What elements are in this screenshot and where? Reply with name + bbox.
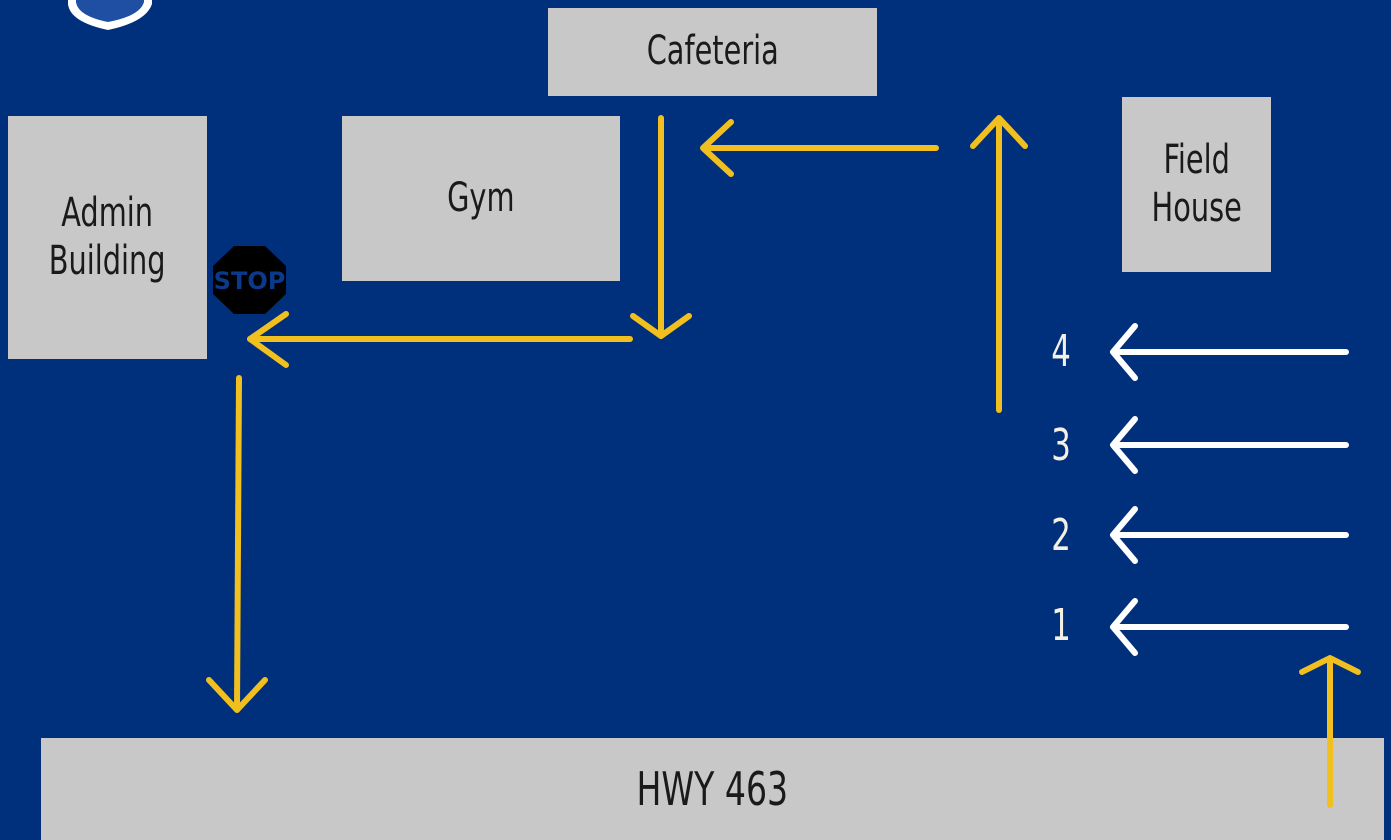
- admin-building: Admin Building: [8, 116, 207, 359]
- gym-building: Gym: [342, 116, 620, 281]
- cafeteria-label: Cafeteria: [646, 28, 779, 75]
- route-arrow-to-cafeteria: [700, 119, 939, 177]
- lane-arrow-3: [1110, 416, 1349, 474]
- field-house-building: Field House: [1122, 97, 1271, 272]
- cafeteria-building: Cafeteria: [548, 8, 877, 96]
- gym-label: Gym: [447, 174, 515, 221]
- stop-sign-label: STOP: [214, 267, 286, 295]
- school-shield-logo: [68, 0, 152, 30]
- route-arrow-down-past-gym: [630, 115, 692, 339]
- lane-number-4: 4: [1051, 326, 1071, 377]
- highway-label: HWY 463: [636, 761, 789, 816]
- route-arrow-to-stop: [247, 311, 633, 368]
- route-arrow-exit-down: [206, 375, 268, 713]
- route-arrow-fieldhouse-up: [970, 115, 1028, 413]
- field-house-label-line1: Field: [1163, 137, 1230, 184]
- stop-sign-icon: STOP: [213, 246, 286, 314]
- lane-arrow-4: [1110, 323, 1349, 381]
- admin-label-line2: Building: [49, 237, 166, 284]
- admin-label-line1: Admin: [61, 190, 154, 237]
- lane-number-2: 2: [1051, 510, 1071, 561]
- lane-number-1: 1: [1051, 600, 1071, 651]
- lane-number-3: 3: [1051, 420, 1071, 471]
- lane-arrow-1: [1110, 598, 1349, 656]
- field-house-label-line2: House: [1151, 184, 1242, 231]
- lane-arrow-2: [1110, 506, 1349, 564]
- route-arrow-entry-up: [1299, 655, 1361, 808]
- highway-road: HWY 463: [41, 738, 1384, 840]
